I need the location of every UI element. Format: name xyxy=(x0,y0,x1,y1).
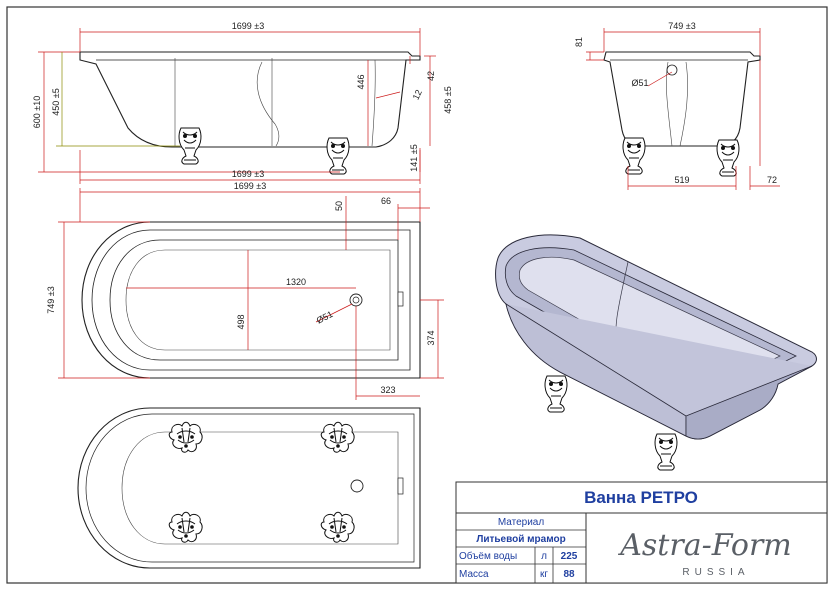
mass-label: Масса xyxy=(459,569,489,580)
dim-end-drain: Ø51 xyxy=(631,78,648,88)
astra-form-logo: Astra-Form xyxy=(617,528,792,563)
claw-foot-icon xyxy=(178,127,202,165)
volume-value: 225 xyxy=(561,551,578,562)
dim-side-depth: 446 xyxy=(356,74,366,89)
dim-top-offset-66: 66 xyxy=(381,196,391,206)
material-label: Материал xyxy=(498,517,545,528)
dim-top-inner-length: 1320 xyxy=(286,277,306,287)
mass-unit: кг xyxy=(540,569,548,580)
end-view: 749 ±3 81 Ø51 519 72 xyxy=(574,21,780,190)
dim-end-leg-offset: 72 xyxy=(767,175,777,185)
dim-side-height-rim: 450 ±5 xyxy=(51,88,61,115)
dim-side-rim: 42 xyxy=(426,71,436,81)
top-view: 1699 ±3 749 ±3 1320 498 Ø51 50 66 374 32… xyxy=(46,181,444,400)
dim-end-width: 749 ±3 xyxy=(668,21,695,31)
claw-foot-icon xyxy=(654,433,678,471)
dim-side-angle: 12 xyxy=(411,88,424,101)
claw-foot-icon xyxy=(544,375,568,413)
dim-side-height-total: 600 ±10 xyxy=(32,96,42,128)
drain-icon xyxy=(666,64,678,76)
material-value: Литьевой мрамор xyxy=(476,534,565,545)
dim-side-height-458: 458 ±5 xyxy=(443,86,453,113)
claw-foot-icon xyxy=(326,137,350,175)
claw-foot-icon xyxy=(622,137,646,175)
bottom-view xyxy=(77,407,421,569)
dim-top-drain-323: 323 xyxy=(380,385,395,395)
dim-top-offset-50: 50 xyxy=(334,201,344,211)
product-name: Ванна РЕТРО xyxy=(584,488,698,507)
volume-unit: л xyxy=(541,551,547,562)
mass-value: 88 xyxy=(563,569,575,580)
dim-top-length: 1699 ±3 xyxy=(234,181,266,191)
side-view: 1699 ±3 1699 ±3 600 ±10 450 ±5 446 42 12… xyxy=(32,21,453,184)
dim-side-leg: 141 ±5 xyxy=(409,144,419,171)
dim-top-width: 749 ±3 xyxy=(46,286,56,313)
brand-country: RUSSIA xyxy=(682,567,749,578)
dim-end-rim: 81 xyxy=(574,37,584,47)
volume-label: Объём воды xyxy=(459,550,517,562)
dim-end-leg-span: 519 xyxy=(674,175,689,185)
dim-top-inner-width: 498 xyxy=(236,314,246,329)
drain-icon xyxy=(350,479,364,493)
sheet-frame xyxy=(6,6,828,584)
dim-side-length-top: 1699 ±3 xyxy=(232,21,264,31)
dim-side-length-bottom: 1699 ±3 xyxy=(232,169,264,179)
bathtub-render-icon xyxy=(495,234,817,471)
dim-top-drain-374: 374 xyxy=(426,330,436,345)
title-block: Ванна РЕТРО Материал Литьевой мрамор Объ… xyxy=(455,481,828,584)
